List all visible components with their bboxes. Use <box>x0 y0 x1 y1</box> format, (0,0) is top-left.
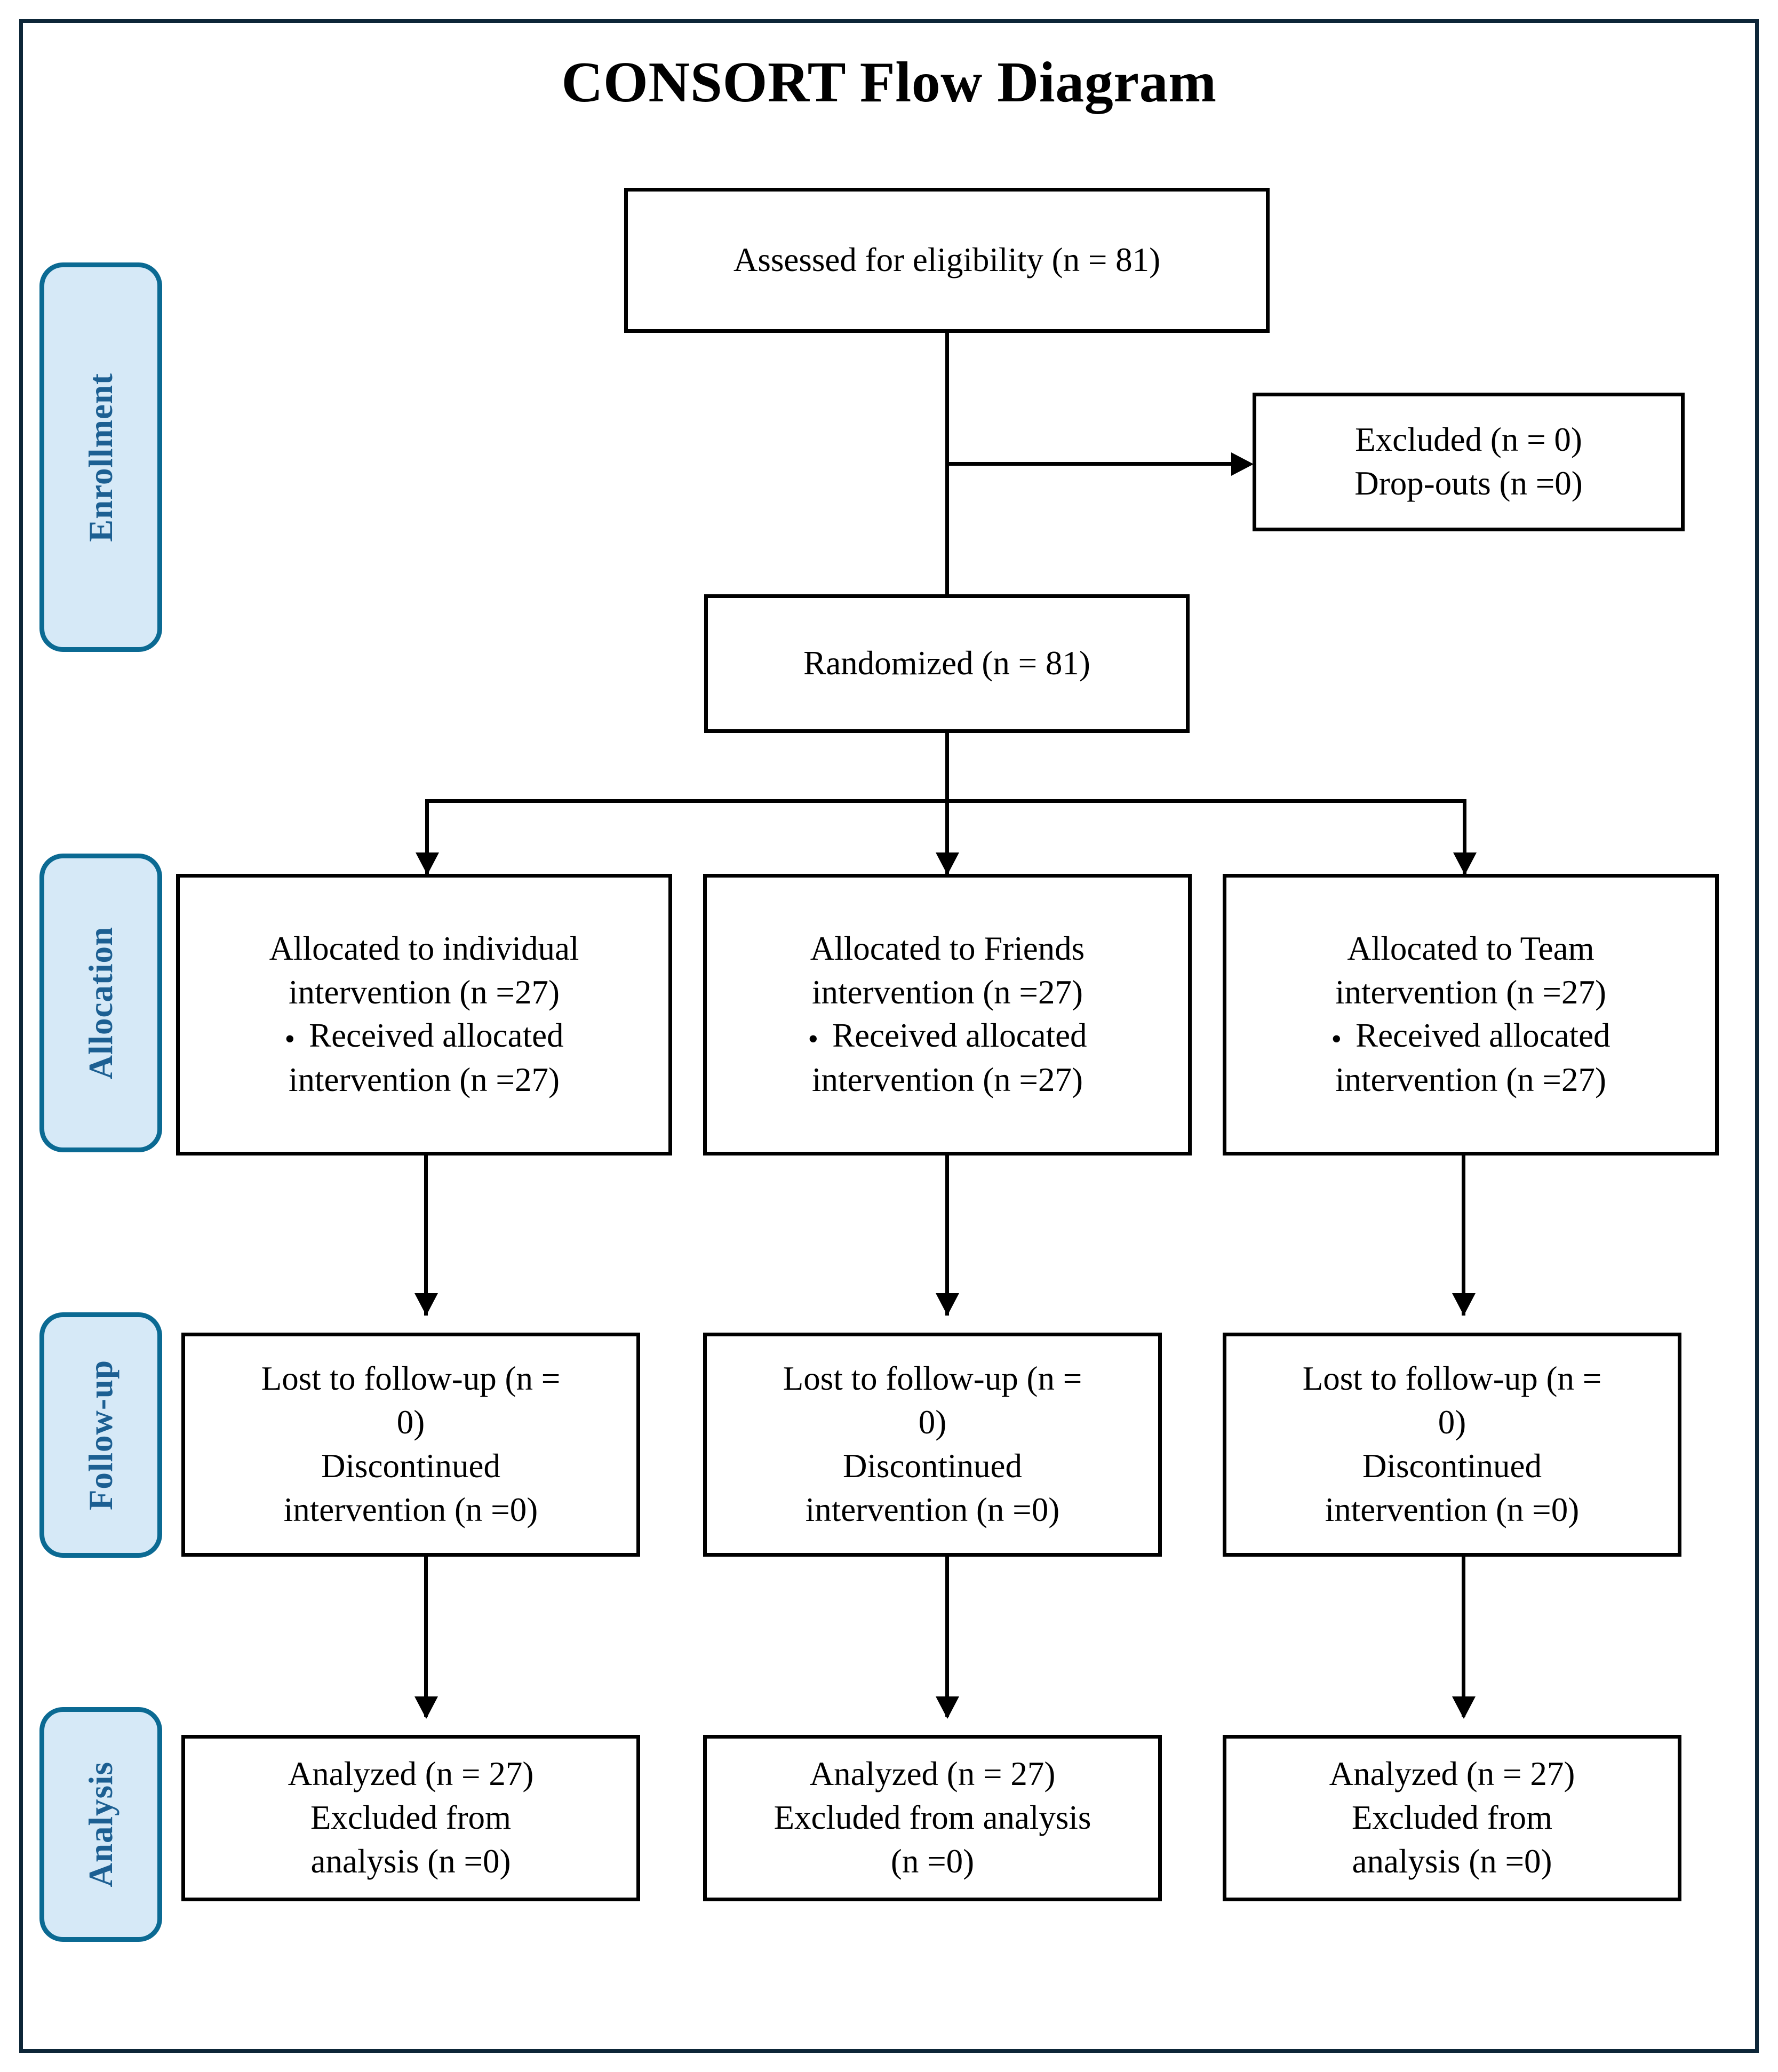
stage-chip-followup: Follow-up <box>39 1312 162 1558</box>
figure-title: CONSORT Flow Diagram <box>561 51 1217 114</box>
stage-chip-enrollment: Enrollment <box>39 262 162 652</box>
box-allocation-team: Allocated to Team intervention (n =27) •… <box>1223 874 1719 1155</box>
analysis-team-line2: Excluded from <box>1351 1799 1553 1837</box>
analysis-friends-line1: Analyzed (n = 27) <box>809 1755 1056 1793</box>
arrowhead-friends-followup-icon <box>936 1293 959 1316</box>
followup-friends-line2: 0) <box>918 1404 947 1441</box>
analysis-team-line1: Analyzed (n = 27) <box>1329 1755 1575 1793</box>
followup-team-line4: intervention (n =0) <box>1325 1491 1580 1528</box>
connector-followup-to-analysis-friends <box>945 1557 949 1717</box>
box-analysis-friends: Analyzed (n = 27) Excluded from analysis… <box>703 1735 1162 1901</box>
followup-team-line2: 0) <box>1438 1404 1466 1441</box>
followup-friends-line1: Lost to follow-up (n = <box>783 1360 1082 1398</box>
arrowhead-team-analysis-icon <box>1452 1696 1476 1719</box>
followup-friends-line3: Discontinued <box>843 1447 1022 1485</box>
bullet-icon: • <box>1331 1022 1342 1056</box>
bullet-icon: • <box>808 1022 819 1056</box>
connector-alloc-to-followup-individual <box>424 1155 428 1316</box>
analysis-friends-line3: (n =0) <box>890 1842 975 1880</box>
stage-label-enrollment: Enrollment <box>82 372 119 542</box>
figure-outer-border <box>19 19 1759 2053</box>
box-allocation-individual: Allocated to individual intervention (n … <box>176 874 672 1155</box>
arrowhead-team-followup-icon <box>1452 1293 1476 1316</box>
randomized-line1: Randomized (n = 81) <box>803 644 1090 682</box>
connector-followup-to-analysis-team <box>1462 1557 1465 1717</box>
stage-label-allocation: Allocation <box>82 926 119 1080</box>
alloc-friends-line1: Allocated to Friends <box>810 929 1085 967</box>
arrowhead-team-alloc-icon <box>1453 852 1477 875</box>
analysis-team-line3: analysis (n =0) <box>1352 1842 1552 1880</box>
alloc-team-line1: Allocated to Team <box>1347 929 1594 967</box>
analysis-individual-line1: Analyzed (n = 27) <box>288 1755 534 1793</box>
arrowhead-individual-followup-icon <box>414 1293 438 1316</box>
connector-drop-team <box>1463 799 1466 874</box>
alloc-team-bullet1: Received allocated <box>1356 1017 1610 1055</box>
stage-label-analysis: Analysis <box>82 1762 119 1887</box>
bullet-icon: • <box>284 1022 296 1056</box>
box-followup-team: Lost to follow-up (n = 0) Discontinued i… <box>1223 1333 1681 1557</box>
arrowhead-friends-alloc-icon <box>936 852 959 875</box>
connector-alloc-to-followup-friends <box>945 1155 949 1316</box>
box-excluded: Excluded (n = 0) Drop-outs (n =0) <box>1253 393 1685 531</box>
assessed-line1: Assessed for eligibility (n = 81) <box>733 241 1161 279</box>
connector-alloc-to-followup-team <box>1462 1155 1465 1316</box>
stage-chip-allocation: Allocation <box>39 854 162 1152</box>
arrowhead-friends-analysis-icon <box>936 1696 959 1719</box>
alloc-individual-line1: Allocated to individual <box>269 929 579 967</box>
box-followup-individual: Lost to follow-up (n = 0) Discontinued i… <box>181 1333 640 1557</box>
followup-friends-line4: intervention (n =0) <box>805 1491 1060 1528</box>
connector-randomized-stem <box>945 733 949 802</box>
stage-chip-analysis: Analysis <box>39 1707 162 1942</box>
followup-individual-line2: 0) <box>396 1404 425 1441</box>
alloc-friends-bullet1: Received allocated <box>832 1017 1087 1055</box>
box-assessed-for-eligibility: Assessed for eligibility (n = 81) <box>624 188 1270 333</box>
stage-label-followup: Follow-up <box>82 1359 119 1511</box>
alloc-individual-bullet2: intervention (n =27) <box>289 1061 560 1099</box>
analysis-individual-line3: analysis (n =0) <box>310 1842 511 1880</box>
arrowhead-individual-analysis-icon <box>414 1696 438 1719</box>
analysis-friends-line2: Excluded from analysis <box>774 1799 1091 1837</box>
excluded-line2: Drop-outs (n =0) <box>1354 465 1583 502</box>
excluded-line1: Excluded (n = 0) <box>1355 421 1582 459</box>
connector-to-excluded <box>945 462 1233 466</box>
arrowhead-to-excluded-icon <box>1231 452 1254 476</box>
box-followup-friends: Lost to follow-up (n = 0) Discontinued i… <box>703 1333 1162 1557</box>
connector-drop-individual <box>425 799 429 874</box>
alloc-individual-bullet1: Received allocated <box>309 1017 564 1055</box>
followup-individual-line4: intervention (n =0) <box>283 1491 538 1528</box>
alloc-friends-bullet2: intervention (n =27) <box>812 1061 1083 1099</box>
analysis-individual-line2: Excluded from <box>310 1799 512 1837</box>
box-analysis-team: Analyzed (n = 27) Excluded from analysis… <box>1223 1735 1681 1901</box>
alloc-team-bullet2: intervention (n =27) <box>1335 1061 1606 1099</box>
followup-individual-line1: Lost to follow-up (n = <box>261 1360 561 1398</box>
followup-team-line1: Lost to follow-up (n = <box>1302 1360 1602 1398</box>
box-allocation-friends: Allocated to Friends intervention (n =27… <box>703 874 1192 1155</box>
connector-followup-to-analysis-individual <box>424 1557 428 1717</box>
box-analysis-individual: Analyzed (n = 27) Excluded from analysis… <box>181 1735 640 1901</box>
connector-drop-friends <box>945 799 949 874</box>
arrowhead-individual-alloc-icon <box>416 852 439 875</box>
followup-individual-line3: Discontinued <box>321 1447 500 1485</box>
alloc-individual-line2: intervention (n =27) <box>289 973 560 1011</box>
followup-team-line3: Discontinued <box>1362 1447 1542 1485</box>
box-randomized: Randomized (n = 81) <box>704 594 1190 733</box>
alloc-team-line2: intervention (n =27) <box>1335 973 1606 1011</box>
alloc-friends-line2: intervention (n =27) <box>812 973 1083 1011</box>
